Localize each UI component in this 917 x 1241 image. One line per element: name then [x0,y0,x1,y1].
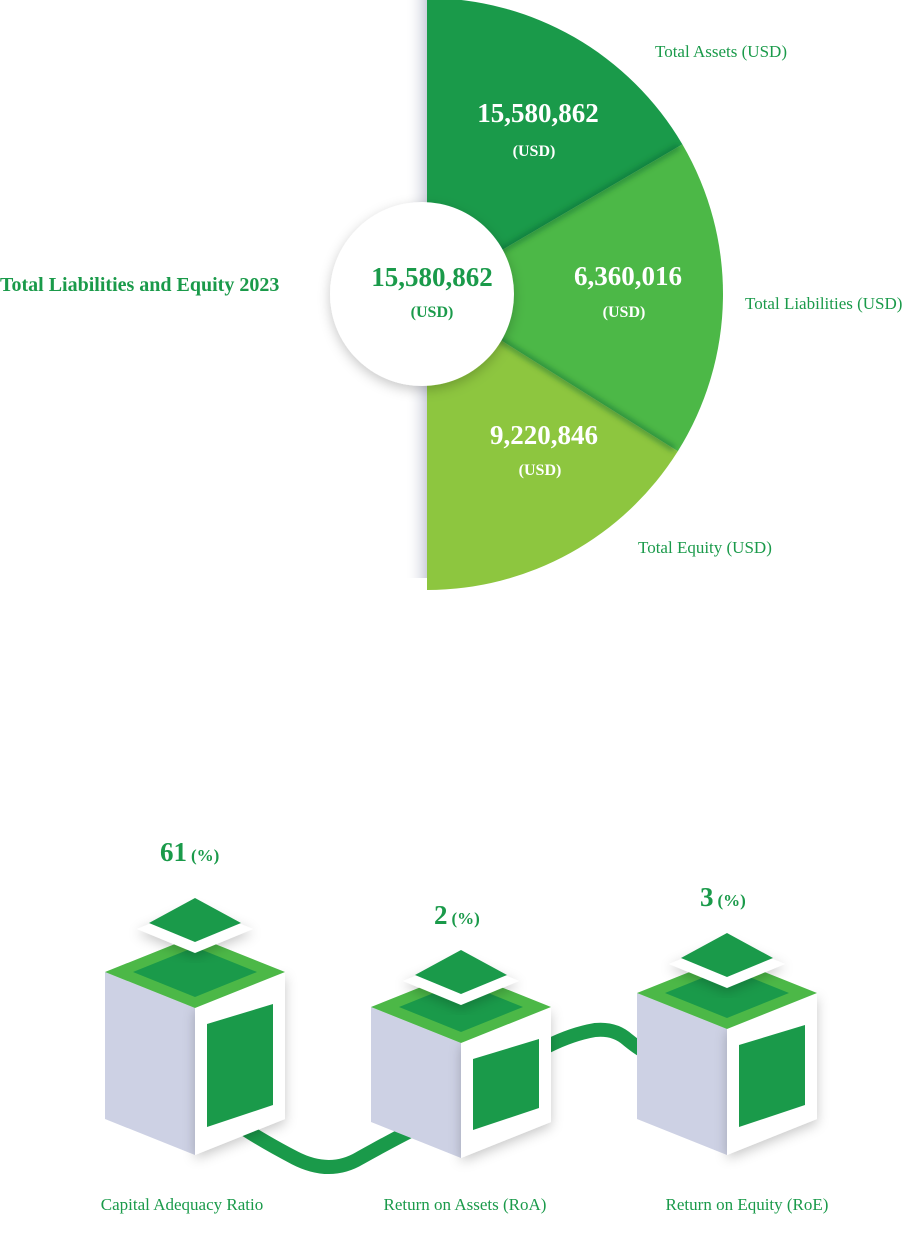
cube-left-face [371,1007,461,1158]
connector-1 [239,1123,419,1174]
slice-liabilities-value: 6,360,016 [574,261,682,291]
kpi-capital-adequacy-label: Capital Adequacy Ratio [100,1195,264,1214]
slice-total-equity [427,294,678,590]
slice-equity-unit: (USD) [518,462,562,479]
tower-capital-adequacy [105,898,285,1155]
cube-panel [739,1025,805,1127]
legend-total-equity: Total Equity (USD) [638,538,772,557]
cube-cap-top [681,933,773,977]
tower-roa [371,950,551,1158]
slice-assets-unit: (USD) [512,143,556,160]
legend-total-assets: Total Assets (USD) [655,42,787,61]
kpi-roe-value: 3(%) [700,882,746,912]
cube-top-recess [133,947,257,997]
slice-assets-value: 15,580,862 [477,98,599,128]
tower-roe [637,933,817,1155]
kpi-capital-adequacy-value: 61(%) [160,837,220,867]
cube-left-face [105,972,195,1155]
center-total-unit: (USD) [410,304,454,321]
kpi-connectors [239,1022,649,1174]
cube-panel [473,1039,539,1130]
cube-top-recess [399,982,523,1032]
connector-2 [541,1022,649,1057]
cube-left-face [637,993,727,1155]
slice-liabilities-unit: (USD) [602,304,646,321]
cube-top-recess [665,968,789,1018]
chart-title: Total Liabilities and Equity 2023 [0,274,280,296]
pie-center-circle [330,202,514,386]
cube-cap-top [149,898,241,942]
kpi-roa-value: 2(%) [434,900,480,930]
center-total-value: 15,580,862 [371,262,493,292]
cube-cap-top [415,950,507,994]
slice-total-assets [427,0,683,294]
cube-panel [207,1004,273,1127]
kpi-roe-label: Return on Equity (RoE) [665,1195,829,1214]
slice-equity-value: 9,220,846 [490,420,598,450]
pie-slices [427,0,724,590]
legend-total-liabilities: Total Liabilities (USD) [745,294,903,313]
kpi-roa-label: Return on Assets (RoA) [383,1195,547,1214]
slice-total-liabilities [427,144,724,452]
